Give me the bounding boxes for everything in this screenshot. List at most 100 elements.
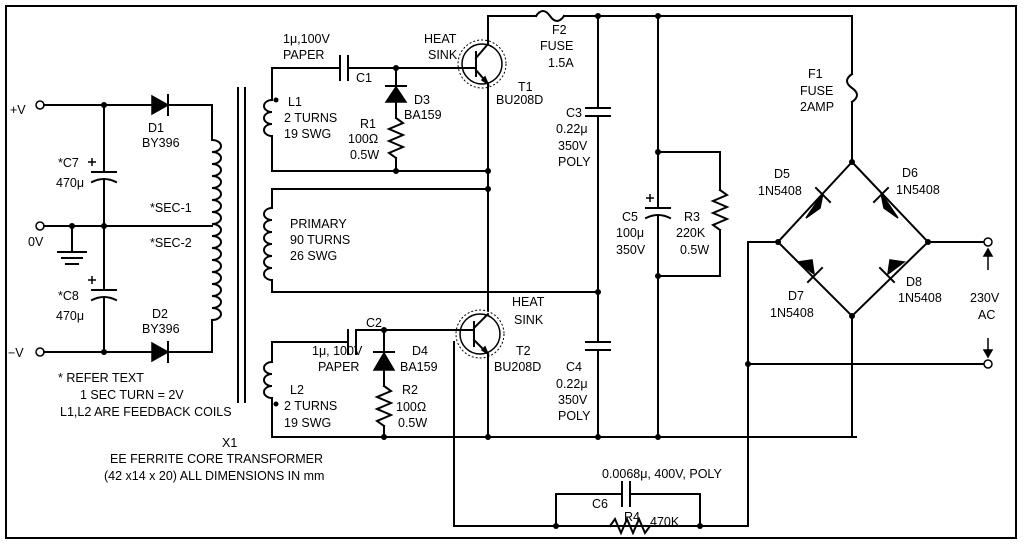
label-c5-ref: C5 bbox=[622, 210, 638, 224]
labels: +V 0V −V D1 BY396 *C7 470μ *SEC-1 *SEC-2… bbox=[8, 23, 1000, 529]
label-l1-gauge: 19 SWG bbox=[284, 127, 331, 141]
label-d5-ref: D5 bbox=[774, 167, 790, 181]
label-t2-ref: T2 bbox=[516, 344, 531, 358]
label-d3-ref: D3 bbox=[414, 93, 430, 107]
label-t1-heat2: SINK bbox=[428, 48, 458, 62]
feedback-coil-l2 bbox=[263, 360, 274, 400]
label-d3-val: BA159 bbox=[404, 108, 442, 122]
label-l1-ref: L1 bbox=[288, 95, 302, 109]
diode-d3 bbox=[384, 85, 408, 103]
label-note3: L1,L2 ARE FEEDBACK COILS bbox=[60, 405, 232, 419]
label-c1-spec1: 1μ,100V bbox=[283, 32, 330, 46]
label-c4-val: 0.22μ bbox=[556, 377, 588, 391]
resistor-r2 bbox=[374, 384, 394, 428]
label-r1-val: 100Ω bbox=[348, 132, 378, 146]
label-primary-gauge: 26 SWG bbox=[290, 249, 337, 263]
label-ac-volt: 230V bbox=[970, 291, 1000, 305]
label-x1-desc1: EE FERRITE CORE TRANSFORMER bbox=[110, 452, 323, 466]
label-f2-ref: F2 bbox=[552, 23, 567, 37]
label-r4-ref: R4 bbox=[624, 510, 640, 524]
resistor-r4 bbox=[608, 516, 652, 536]
label-d7-ref: D7 bbox=[788, 289, 804, 303]
label-c6-spec: 0.0068μ, 400V, POLY bbox=[602, 467, 722, 481]
diode-d2 bbox=[151, 341, 170, 363]
label-0v: 0V bbox=[28, 235, 44, 249]
diode-d4 bbox=[372, 351, 396, 371]
label-c4-volt: 350V bbox=[558, 393, 588, 407]
label-c8-ref: *C8 bbox=[58, 289, 79, 303]
label-d1-ref: D1 bbox=[148, 121, 164, 135]
capacitor-c5-resistor-r3 bbox=[644, 15, 730, 438]
label-sec1: *SEC-1 bbox=[150, 201, 192, 215]
feedback-coil-l1 bbox=[263, 98, 274, 138]
label-c2-spec2: PAPER bbox=[318, 360, 359, 374]
fuse-f1 bbox=[846, 72, 858, 104]
label-r3-val: 220K bbox=[676, 226, 706, 240]
label-f1-name: FUSE bbox=[800, 84, 833, 98]
feedback-l2-section bbox=[263, 327, 461, 440]
label-d2-ref: D2 bbox=[152, 307, 168, 321]
label-d4-ref: D4 bbox=[412, 344, 428, 358]
transistor-t2 bbox=[455, 309, 505, 438]
snubber-c6-r4 bbox=[453, 341, 749, 536]
label-c5-val: 100μ bbox=[616, 226, 644, 240]
ground-symbol bbox=[57, 225, 87, 265]
label-r2-ref: R2 bbox=[402, 383, 418, 397]
label-neg-v: −V bbox=[8, 346, 24, 360]
diode-d8 bbox=[878, 259, 906, 284]
label-r2-val: 100Ω bbox=[396, 400, 426, 414]
terminal-pos-v bbox=[35, 100, 45, 110]
label-primary: PRIMARY bbox=[290, 217, 347, 231]
label-c4-type: POLY bbox=[558, 409, 591, 423]
label-d7-val: 1N5408 bbox=[770, 306, 814, 320]
label-ac: AC bbox=[978, 308, 995, 322]
label-c3-val: 0.22μ bbox=[556, 122, 588, 136]
label-c1-ref: C1 bbox=[356, 71, 372, 85]
secondary-rectifier bbox=[35, 94, 222, 363]
transistor-t1 bbox=[457, 15, 507, 311]
label-t1-ref: T1 bbox=[518, 80, 533, 94]
label-c4-ref: C4 bbox=[566, 360, 582, 374]
label-c2-spec1: 1μ, 100V bbox=[312, 344, 363, 358]
label-x1-desc2: (42 x14 x 20) ALL DIMENSIONS IN mm bbox=[104, 469, 324, 483]
terminal-ac-1 bbox=[983, 237, 993, 247]
label-l2-turns: 2 TURNS bbox=[284, 399, 337, 413]
schematic-border bbox=[5, 5, 1017, 539]
label-t1-val: BU208D bbox=[496, 93, 543, 107]
feedback-l1-section bbox=[263, 55, 491, 174]
label-c2-ref: C2 bbox=[366, 316, 382, 330]
resistor-r3 bbox=[710, 188, 730, 232]
label-d5-val: 1N5408 bbox=[758, 184, 802, 198]
label-d1-val: BY396 bbox=[142, 136, 180, 150]
terminal-ac-2 bbox=[983, 359, 993, 369]
label-r1-watt: 0.5W bbox=[350, 148, 379, 162]
label-r4-val: 470K bbox=[650, 515, 680, 529]
label-l2-ref: L2 bbox=[290, 383, 304, 397]
primary-winding bbox=[263, 206, 274, 282]
primary-section bbox=[263, 186, 601, 295]
label-c3-type: POLY bbox=[558, 155, 591, 169]
bridge-rectifier bbox=[745, 15, 994, 527]
resistor-r1 bbox=[386, 116, 406, 160]
label-x1-ref: X1 bbox=[222, 436, 237, 450]
capacitor-c3-c4 bbox=[585, 15, 611, 438]
label-d8-ref: D8 bbox=[906, 275, 922, 289]
label-d8-val: 1N5408 bbox=[898, 291, 942, 305]
label-t2-heat2: SINK bbox=[514, 313, 544, 327]
transformer-core bbox=[237, 87, 246, 403]
terminal-neg-v bbox=[35, 347, 45, 357]
label-t2-heat1: HEAT bbox=[512, 295, 545, 309]
label-l2-gauge: 19 SWG bbox=[284, 416, 331, 430]
label-r1-ref: R1 bbox=[360, 117, 376, 131]
label-c7-ref: *C7 bbox=[58, 156, 79, 170]
label-d6-val: 1N5408 bbox=[896, 183, 940, 197]
label-c1-spec2: PAPER bbox=[283, 48, 324, 62]
label-l1-turns: 2 TURNS bbox=[284, 111, 337, 125]
diode-d5 bbox=[805, 186, 832, 219]
label-t2-val: BU208D bbox=[494, 360, 541, 374]
label-c7-val: 470μ bbox=[56, 176, 84, 190]
label-c5-volt: 350V bbox=[616, 243, 646, 257]
label-c8-val: 470μ bbox=[56, 309, 84, 323]
label-r2-watt: 0.5W bbox=[398, 416, 427, 430]
label-note1: * REFER TEXT bbox=[58, 371, 144, 385]
